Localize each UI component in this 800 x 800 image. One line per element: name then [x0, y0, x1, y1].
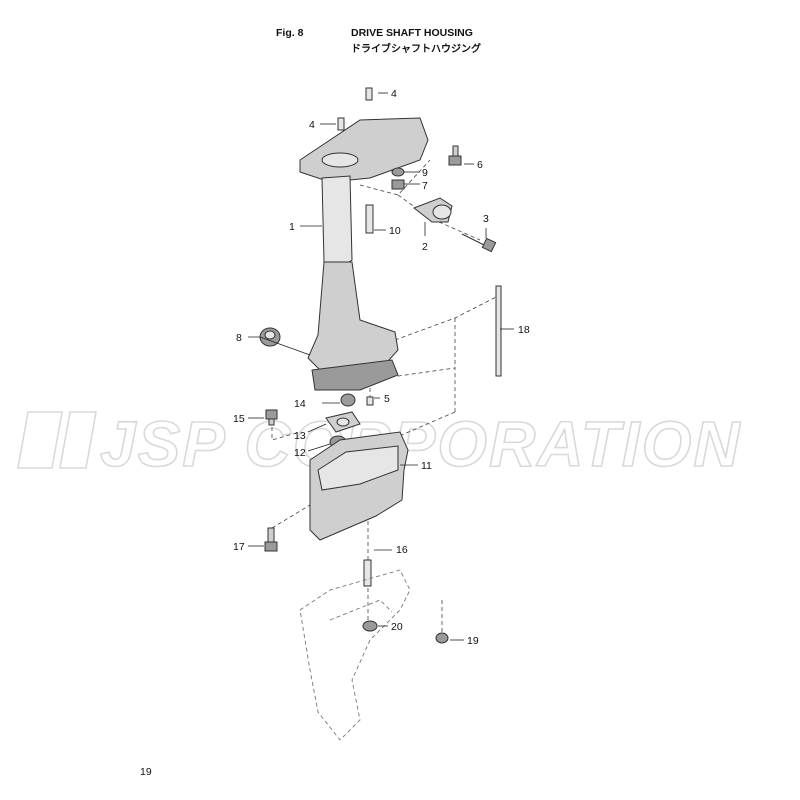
- screw-part-15: [265, 409, 278, 426]
- watermark-text: JSP CORPORATION: [100, 408, 742, 480]
- washer-part-20: [362, 620, 378, 632]
- callout-9: 8: [236, 332, 242, 344]
- callout-4b: 4: [309, 119, 315, 131]
- gear-case-ghost: [299, 569, 411, 741]
- pin-part-16: [363, 559, 372, 587]
- rod-part-10: [365, 204, 374, 234]
- bracket-bolt: [461, 233, 497, 253]
- callout-11: 11: [421, 460, 432, 472]
- drive-shaft-housing: [299, 117, 429, 391]
- callout-3: 3: [483, 213, 489, 225]
- callout-2: 2: [422, 241, 428, 253]
- lower-casing-part-11: [309, 431, 409, 541]
- callout-10: 10: [389, 225, 401, 237]
- callout-5: 5: [384, 393, 390, 405]
- clamp-bracket: [412, 197, 453, 223]
- callout-20: 20: [391, 621, 403, 633]
- callout-17: 17: [233, 541, 245, 553]
- callout-16: 16: [396, 544, 408, 556]
- callout-1: 1: [289, 221, 295, 233]
- callout-19: 19: [467, 635, 479, 647]
- callout-6: 6: [477, 159, 483, 171]
- callout-7: 7: [422, 180, 428, 192]
- washer-part-8: [391, 167, 405, 177]
- callout-15: 15: [233, 413, 245, 425]
- callout-13: 13: [294, 430, 306, 442]
- plate-part-13: [325, 411, 361, 433]
- figure-number: Fig. 8: [276, 27, 304, 39]
- callout-18: 18: [518, 324, 530, 336]
- callout-12: 12: [294, 447, 306, 459]
- pin-part-5: [366, 396, 374, 406]
- bolt-part-17: [264, 527, 278, 552]
- leader-lines: [248, 92, 514, 641]
- cap-part-14: [340, 393, 356, 407]
- callout-8: 9: [422, 167, 428, 179]
- callout-14: 14: [294, 398, 306, 410]
- callout-4a: 4: [391, 88, 397, 100]
- figure-title-japanese: ドライブシャフトハウジング: [351, 44, 481, 55]
- bolt-part-7: [391, 179, 405, 190]
- nut-part-19: [435, 632, 449, 644]
- bolt-part-6: [448, 145, 462, 166]
- callout-labels: 4 4 6 9 7 3 1 10 2 8 18 5 14 15 13 12 11…: [233, 88, 530, 647]
- page-number: 19: [140, 766, 152, 778]
- dowel-pins: [337, 87, 373, 131]
- long-rod-part-18: [495, 285, 502, 377]
- watermark-logo: JSP CORPORATION: [17, 407, 742, 481]
- figure-title-english: DRIVE SHAFT HOUSING: [351, 27, 473, 39]
